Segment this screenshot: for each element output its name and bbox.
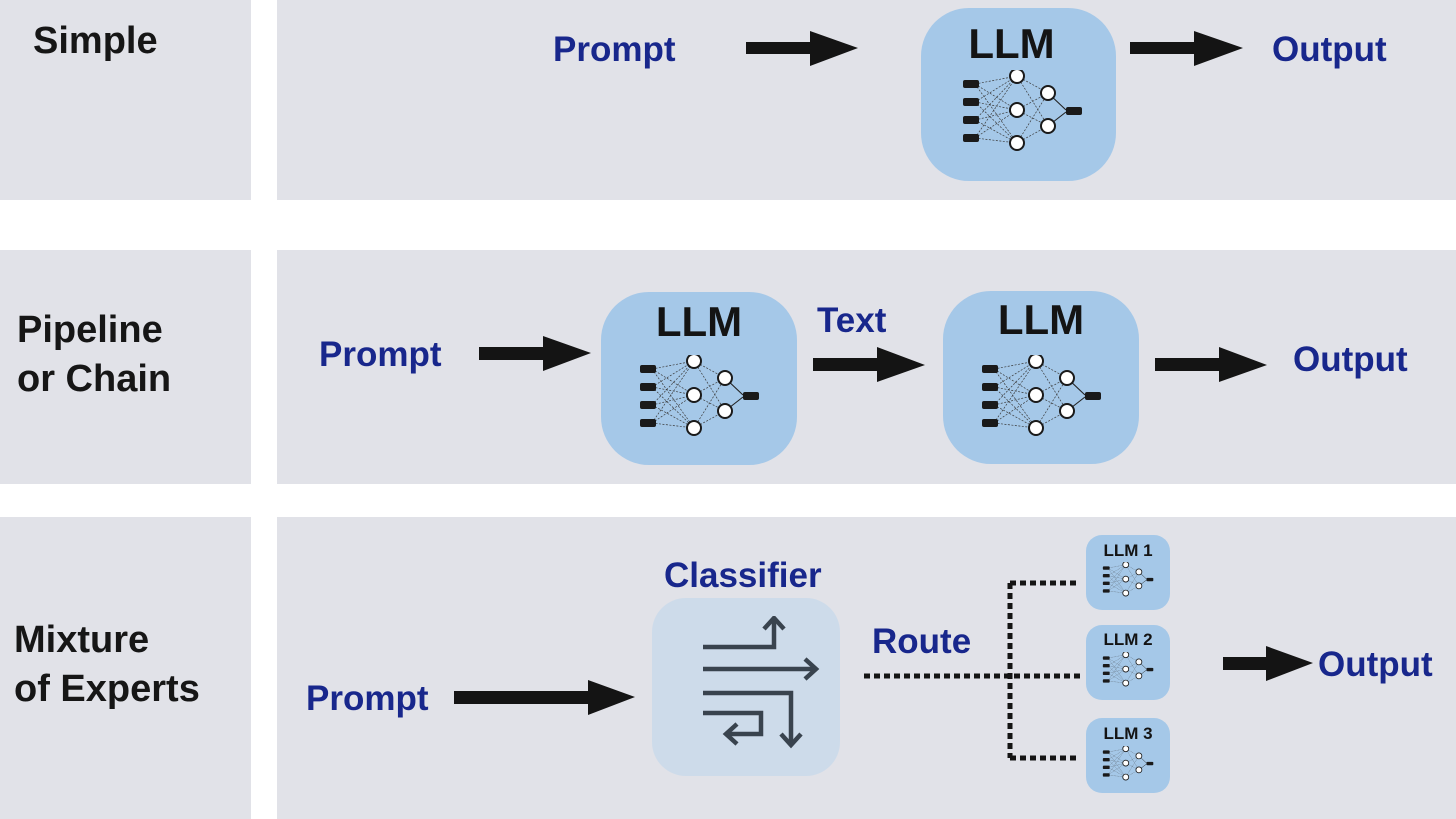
moe-expert-box-3: LLM 3: [1086, 718, 1170, 793]
row-content-panel-simple: [277, 0, 1456, 200]
arrow-head: [1266, 646, 1313, 681]
row-label-simple: Simple: [33, 20, 158, 62]
routing-arrows-icon: [703, 616, 820, 749]
arrow-shaft: [1155, 358, 1225, 371]
moe-expert-title-1: LLM 1: [1103, 541, 1153, 560]
row-label-pipeline-line2: or Chain: [17, 358, 172, 400]
arrow-head: [543, 336, 591, 371]
arrow-head: [877, 347, 925, 382]
moe-expert-box-1: LLM 1: [1086, 535, 1170, 610]
pipeline-output-label: Output: [1293, 340, 1408, 379]
arrow-head: [1194, 31, 1243, 66]
moe-expert-box-2: LLM 2: [1086, 625, 1170, 700]
pipeline-llm-title-1: LLM: [655, 298, 743, 345]
row-label-moe-line2: of Experts: [14, 668, 200, 710]
arrow-shaft: [813, 358, 883, 371]
arrow-head: [588, 680, 635, 715]
simple-prompt-label: Prompt: [553, 30, 676, 69]
route-lines: [864, 580, 1080, 761]
arrow-shaft: [746, 42, 816, 54]
moe-output-label: Output: [1318, 645, 1433, 684]
row-label-moe-line1: Mixture: [14, 619, 150, 661]
moe-classifier-box: [652, 598, 840, 776]
arrow-head: [1219, 347, 1267, 382]
row-label-panel-moe: [0, 517, 251, 819]
pipeline-llm-box-1: LLM: [601, 292, 797, 465]
pipeline-prompt-label: Prompt: [319, 335, 442, 374]
moe-route-label: Route: [872, 622, 972, 661]
moe-classifier-label: Classifier: [664, 556, 822, 595]
row-label-panel-pipeline: [0, 250, 251, 484]
pipeline-llm-title-2: LLM: [997, 296, 1085, 343]
arrow-shaft: [479, 347, 549, 360]
simple-llm-box: LLM: [921, 8, 1116, 181]
pipeline-text-label: Text: [817, 301, 887, 340]
pipeline-llm-box-2: LLM: [943, 291, 1139, 464]
row-label-pipeline-line1: Pipeline: [17, 309, 163, 351]
simple-output-label: Output: [1272, 30, 1387, 69]
arrow-head: [810, 31, 858, 66]
row-label-pipeline: Pipeline or Chain: [17, 306, 171, 404]
arrow-shaft: [1130, 42, 1200, 54]
arrow-shaft: [454, 691, 594, 704]
row-label-panel-simple: [0, 0, 251, 200]
moe-expert-title-2: LLM 2: [1103, 630, 1153, 649]
moe-prompt-label: Prompt: [306, 679, 429, 718]
arrow-shaft: [1223, 657, 1273, 670]
moe-expert-title-3: LLM 3: [1103, 724, 1153, 743]
row-label-moe: Mixture of Experts: [14, 616, 200, 714]
simple-llm-title: LLM: [968, 20, 1055, 67]
